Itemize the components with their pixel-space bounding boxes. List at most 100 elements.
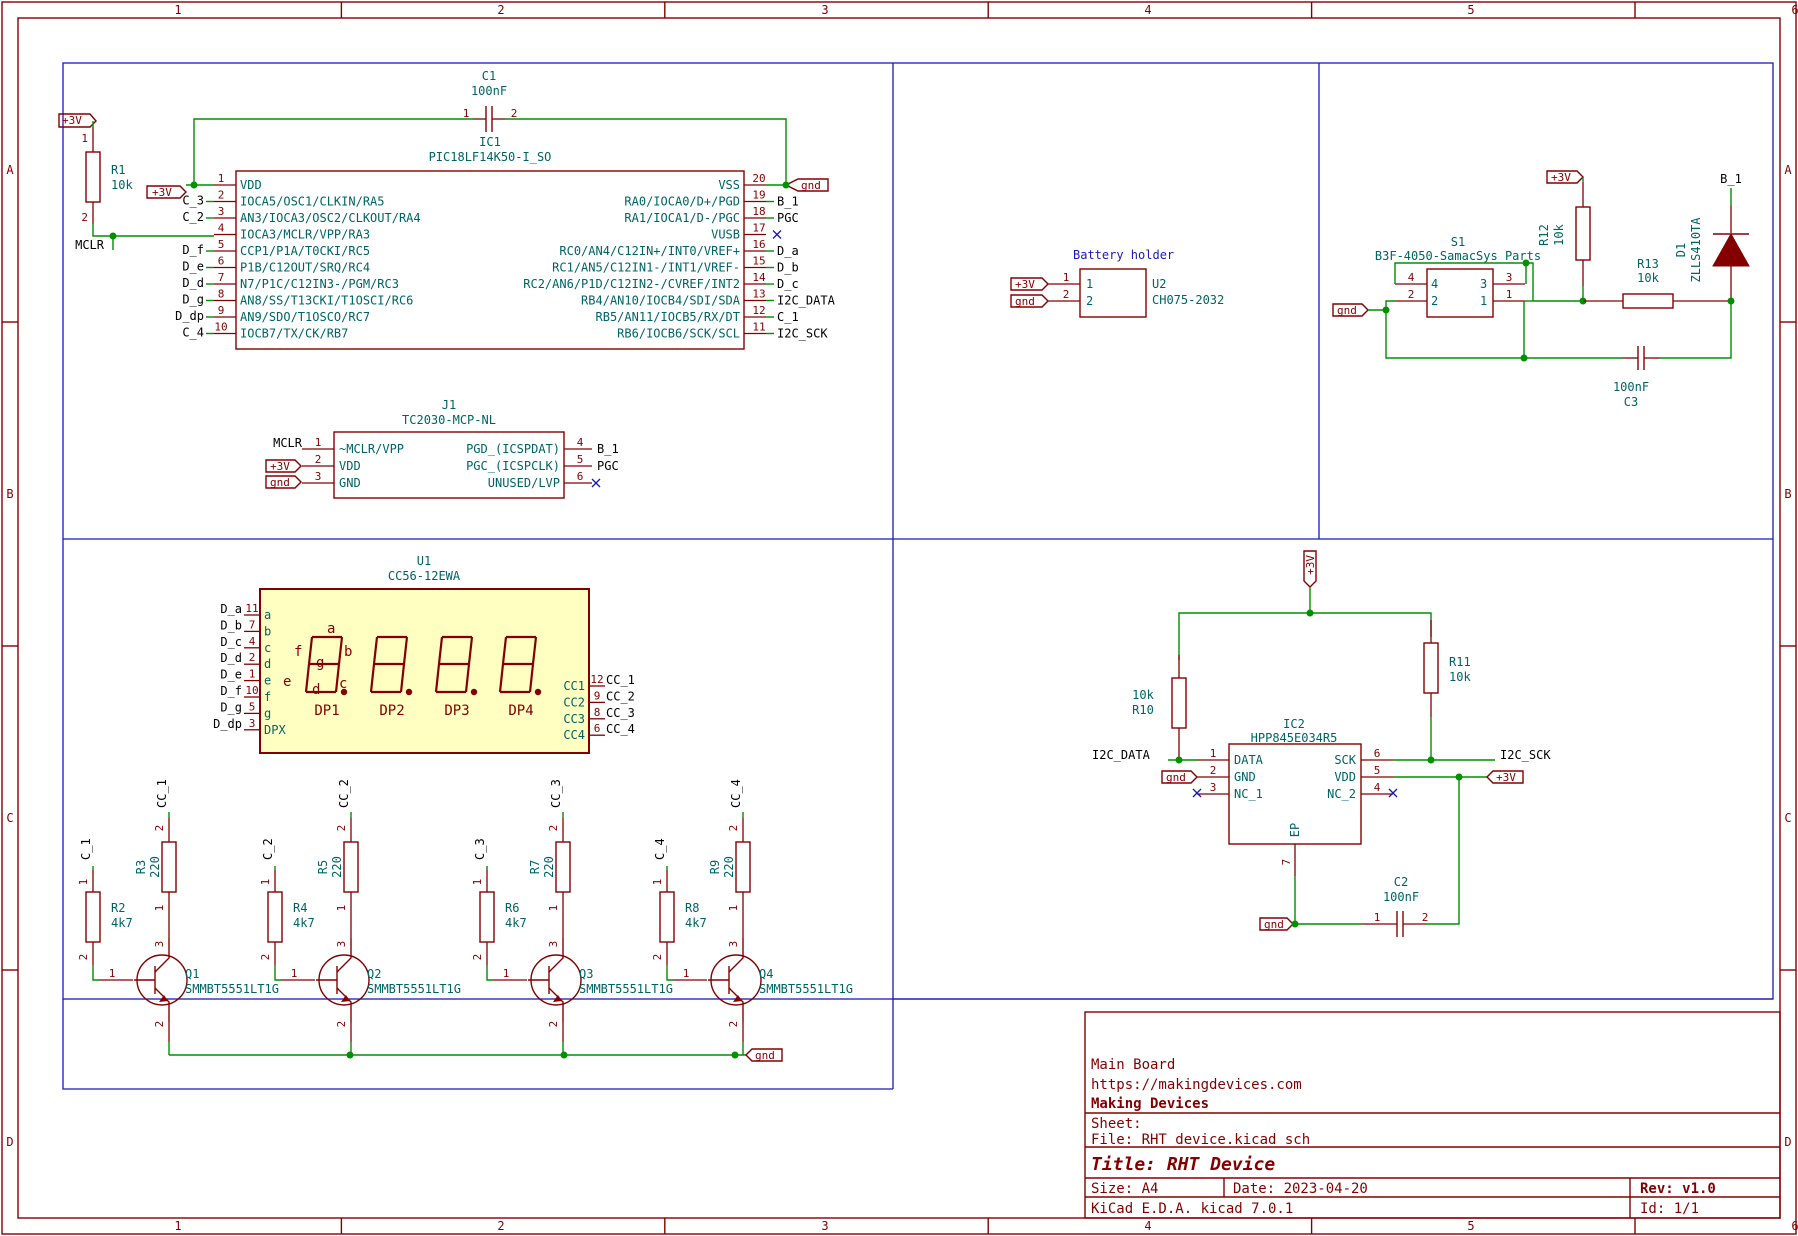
ic1-net-label: C_1	[777, 310, 799, 324]
c1-pin1: 1	[463, 107, 470, 120]
seg-label-f: f	[294, 644, 302, 660]
ic1-pin-num: 6	[218, 255, 225, 268]
u1-pin-num: 3	[249, 717, 256, 730]
driver-rc-pin2: 2	[547, 825, 560, 832]
s1-pin3-num: 3	[1506, 271, 1513, 284]
net-i2c-data-ic2: I2C_DATA	[1092, 748, 1151, 762]
ic2-pin-num: 1	[1210, 747, 1217, 760]
ic2-pin-num: 4	[1374, 781, 1381, 794]
ic1-pin-name: RC0/AN4/C12IN+/INT0/VREF+	[559, 244, 740, 258]
ic1-pin-num: 16	[752, 238, 765, 251]
frame-col-label-bottom: 2	[497, 1219, 504, 1233]
r13-ref: R13	[1637, 257, 1659, 271]
c1-ref: C1	[482, 69, 496, 83]
u1-net-label: D_g	[220, 700, 242, 714]
driver-rb-pin2: 2	[471, 954, 484, 961]
driver-ground-bus: gnd	[169, 1048, 783, 1062]
frame-col-label-top: 3	[821, 3, 828, 17]
s1-pin4-num: 4	[1408, 271, 1415, 284]
ic1-power-nets: +3V gnd	[146, 178, 829, 199]
u1-pin-name: DPX	[264, 723, 286, 737]
ic1-net-label: I2C_SCK	[777, 327, 828, 341]
frame-col-label-bottom: 4	[1144, 1219, 1151, 1233]
seg-label-d: d	[312, 682, 320, 698]
ic1-pin-name: RB5/AN11/IOCB5/RX/DT	[596, 310, 741, 324]
c2-ref: C2	[1394, 875, 1408, 889]
u1-net-label: D_d	[220, 651, 242, 665]
pwr-flag-ic2: +3V	[1496, 771, 1516, 784]
ic1-pin-num: 5	[218, 238, 225, 251]
j1-pin-num: 4	[577, 436, 584, 449]
frame-col-label-top: 2	[497, 3, 504, 17]
ic1-pin-name: AN3/IOCA3/OSC2/CLKOUT/RA4	[240, 211, 421, 225]
driver-rc-pin1: 1	[727, 905, 740, 912]
ic1-pin-name: RB6/IOCB6/SCK/SCL	[617, 327, 740, 341]
c1-capacitor[interactable]: C1 100nF 1 2	[193, 69, 787, 185]
s1-value: B3F-4050-SamacSys_Parts	[1375, 249, 1541, 263]
driver-rc-pin1: 1	[335, 905, 348, 912]
u1-pin-num: 2	[249, 651, 256, 664]
frame-col-label-bottom: 1	[174, 1219, 181, 1233]
tb-sheet: Sheet:	[1091, 1116, 1142, 1132]
j1-pin-name: PGD_(ICSPDAT)	[466, 442, 560, 456]
gnd-flag-c2: gnd	[1264, 918, 1284, 931]
driver-rb-value: 4k7	[685, 916, 707, 930]
r1-ref: R1	[111, 163, 125, 177]
u2-battery-holder[interactable]: Battery holder +3V gnd 1 2 1 2 U2 CH075-…	[1010, 248, 1224, 318]
net-i2c-sck-ic2: I2C_SCK	[1500, 748, 1551, 762]
driver-rc-pin1: 1	[547, 905, 560, 912]
driver-base-net: C_3	[473, 838, 487, 860]
ic1-net-label: D_b	[777, 261, 799, 275]
driver-rb-pin2: 2	[259, 954, 272, 961]
u2-pin2-name: 2	[1086, 294, 1093, 308]
u1-net-label: CC_3	[606, 706, 635, 720]
driver-rb-pin1: 1	[471, 879, 484, 886]
driver-q-value: SMMBT5551LT1G	[185, 982, 279, 996]
ic2-pin-name: DATA	[1234, 753, 1264, 767]
s1-pin3-name: 3	[1480, 277, 1487, 291]
driver-q-base-pin: 1	[503, 967, 510, 980]
c1-value: 100nF	[471, 84, 507, 98]
dp-dot	[470, 688, 478, 696]
driver-rc-ref: R3	[134, 860, 148, 874]
ic1-net-label: D_a	[777, 244, 799, 258]
d1-value: ZLLS410TA	[1689, 217, 1703, 283]
ic2-pin-name: VDD	[1334, 770, 1356, 784]
frame-row-label-right: D	[1784, 1135, 1791, 1149]
u1-pin-num: 1	[249, 668, 256, 681]
s1-button-circuit[interactable]: S1 B3F-4050-SamacSys_Parts 4 2 3 1 4 2 3…	[1332, 170, 1750, 409]
frame-col-label-bottom: 6	[1791, 1219, 1798, 1233]
tb-company: Making Devices	[1091, 1096, 1209, 1112]
driver-rb-pin1: 1	[651, 879, 664, 886]
ic1-pin-name: IOCB7/TX/CK/RB7	[240, 327, 348, 341]
r1-resistor[interactable]: +3V 1 2 R1 10k MCLR	[58, 113, 214, 252]
pwr-flag-r1: +3V	[62, 114, 82, 127]
frame-row-label-left: C	[6, 811, 13, 825]
u1-net-label: D_a	[220, 602, 242, 616]
ic1-net-label: D_g	[182, 293, 204, 307]
ic2-pin-num: 5	[1374, 764, 1381, 777]
u1-pin-name: d	[264, 657, 271, 671]
dp-label: DP2	[379, 703, 404, 719]
c3-ref: C3	[1624, 395, 1638, 409]
driver-collector-net: CC_1	[155, 779, 169, 808]
driver-q-col-pin: 3	[727, 941, 740, 948]
ic1-pin-name: CCP1/P1A/T0CKI/RC5	[240, 244, 370, 258]
j1-pin-name: ~MCLR/VPP	[339, 442, 404, 456]
frame-row-label-left: A	[6, 163, 14, 177]
dp-label: DP3	[444, 703, 469, 719]
tb-url[interactable]: https://makingdevices.com	[1091, 1077, 1302, 1093]
driver-rb-value: 4k7	[111, 916, 133, 930]
ic1-pin-num: 2	[218, 189, 225, 202]
driver-q-emit-pin: 2	[153, 1021, 166, 1028]
